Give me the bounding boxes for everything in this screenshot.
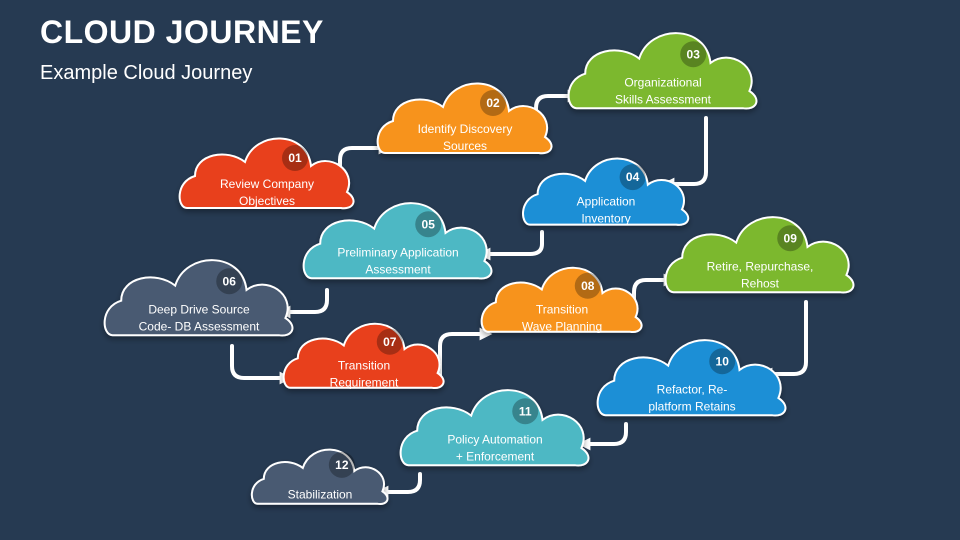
step-label-line: Identify Discovery: [418, 122, 513, 136]
step-number-badge: [282, 145, 308, 171]
connector-arrow-11: [375, 472, 422, 499]
step-label-line: Review Company: [220, 177, 314, 191]
step-label-line: Stabilization: [288, 487, 353, 501]
cloud-shape: [302, 202, 493, 280]
step-number-badge: [415, 211, 442, 238]
cloud-shape: [522, 157, 690, 226]
connector-arrow-9: [759, 300, 808, 381]
step-number: 04: [626, 170, 640, 184]
step-number-badge: [216, 268, 243, 295]
step-label-line: Transition: [338, 358, 390, 372]
step-label-line: + Enforcement: [456, 450, 535, 464]
step-number-badge: [328, 451, 355, 478]
step-number-badge: [777, 225, 804, 252]
step-number-badge: [680, 41, 707, 68]
step-label-line: Rehost: [741, 277, 780, 291]
step-number: 02: [486, 96, 500, 110]
cloud-shape: [250, 448, 389, 505]
step-label-line: Assessment: [365, 263, 431, 277]
connector-arrow-2: [534, 89, 581, 128]
connector-layer: [230, 89, 808, 499]
cloud-shape: [178, 137, 355, 210]
step-number: 08: [581, 279, 595, 293]
step-number-badge: [512, 398, 539, 425]
step-number-badge: [619, 164, 646, 191]
cloud-shape: [567, 32, 758, 110]
connector-arrow-3: [661, 116, 708, 191]
cloud-shape: [282, 322, 445, 389]
step-label-line: Requirement: [330, 375, 399, 389]
connector-arrow-7: [438, 327, 493, 378]
step-label-line: Retire, Repurchase,: [707, 260, 814, 274]
step-label-line: platform Retains: [648, 400, 735, 414]
step-number-badge: [574, 272, 601, 299]
step-number: 11: [519, 404, 532, 418]
step-label-line: Policy Automation: [447, 433, 542, 447]
step-number: 12: [335, 458, 349, 472]
step-number: 03: [687, 47, 701, 61]
connector-arrow-4: [477, 230, 544, 261]
connector-arrow-8: [632, 273, 677, 316]
connector-arrow-10: [577, 422, 628, 451]
step-number: 07: [383, 335, 397, 349]
connector-arrow-6: [230, 344, 293, 385]
step-number: 01: [288, 151, 302, 165]
connector-arrow-1: [338, 141, 392, 182]
cloud-shape: [376, 82, 553, 155]
cloud-shape: [103, 259, 294, 337]
step-label-line: Sources: [443, 139, 487, 153]
step-label-line: Refactor, Re-: [657, 383, 728, 397]
step-label-line: Transition: [536, 302, 588, 316]
step-number: 10: [716, 354, 730, 368]
step-label-line: Code- DB Assessment: [139, 320, 260, 334]
step-number-badge: [709, 348, 736, 375]
cloud-shape: [664, 216, 855, 294]
page-title: CLOUD JOURNEY: [40, 14, 324, 50]
cloud-shape: [399, 389, 590, 467]
step-label-line: Deep Drive Source: [148, 303, 250, 317]
step-number-badge: [376, 328, 403, 355]
step-number-badge: [480, 90, 506, 116]
step-number: 09: [784, 231, 798, 245]
step-number: 06: [223, 274, 237, 288]
page-subtitle: Example Cloud Journey: [40, 62, 253, 84]
connector-arrow-5: [277, 288, 329, 319]
step-label-line: Application: [577, 195, 636, 209]
step-label-line: Preliminary Application: [337, 246, 458, 260]
step-label-line: Organizational: [624, 76, 701, 90]
step-label-line: Objectives: [239, 194, 295, 208]
step-label-line: Inventory: [581, 212, 630, 226]
step-number: 05: [422, 217, 436, 231]
cloud-shape: [480, 266, 643, 333]
step-label-line: Skills Assessment: [615, 93, 712, 107]
cloud-shape: [596, 339, 787, 417]
step-label-line: Wave Planning: [522, 319, 602, 333]
